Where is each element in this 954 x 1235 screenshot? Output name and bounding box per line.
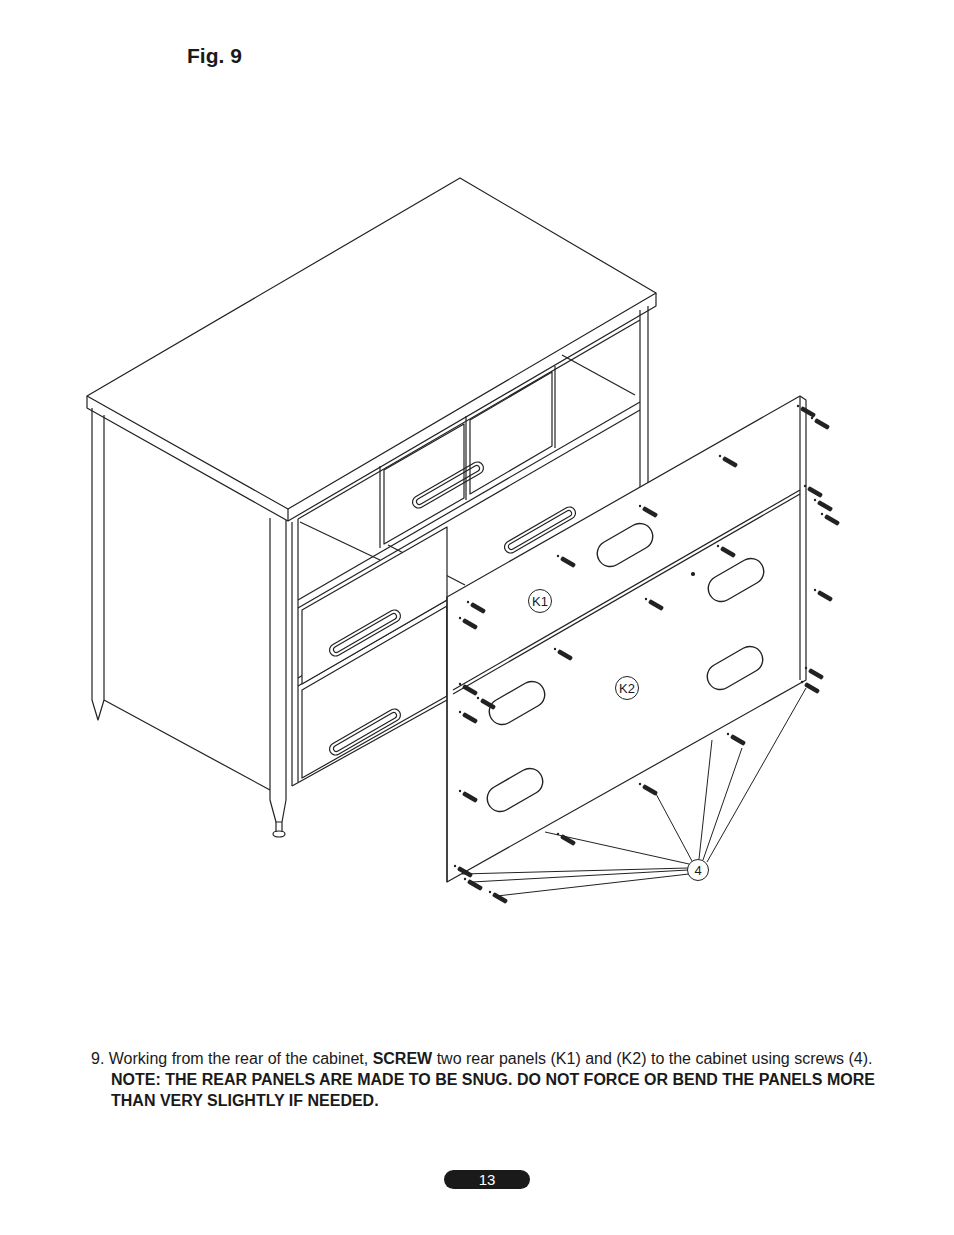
callout-circle: K2	[615, 676, 639, 700]
screw-hole	[557, 555, 559, 557]
screw-hole	[811, 417, 813, 419]
screw-hole	[801, 681, 803, 683]
screw	[462, 791, 478, 803]
screw-hole	[717, 545, 719, 547]
screw-hole	[727, 733, 729, 735]
screw	[817, 500, 833, 512]
callout-circle: 4	[687, 859, 709, 881]
screw	[807, 486, 823, 498]
screw-hole	[464, 878, 466, 880]
screw	[804, 682, 820, 694]
screw-hole	[459, 617, 461, 619]
screw	[462, 684, 478, 696]
screw-hole	[805, 667, 807, 669]
screw	[800, 406, 816, 418]
screw-hole	[719, 455, 721, 457]
screw-hole	[477, 697, 479, 699]
screw	[814, 418, 830, 430]
screw-hole	[467, 601, 469, 603]
callout-label: K2	[619, 682, 635, 695]
screw	[730, 734, 746, 746]
instruction-text: 9. Working from the rear of the cabinet,	[91, 1050, 368, 1067]
page-number: 13	[479, 1171, 496, 1188]
instruction-text: two rear panels (K1) and (K2) to the cab…	[437, 1050, 873, 1067]
screw-hole	[454, 865, 456, 867]
screw	[462, 618, 478, 630]
screw	[817, 590, 833, 602]
screw	[824, 514, 840, 526]
callout-circle: K1	[528, 589, 552, 613]
screw-hole	[554, 648, 556, 650]
screw-hole	[645, 598, 647, 600]
screw-hole	[639, 783, 641, 785]
screw	[720, 546, 736, 558]
screw-hole	[814, 499, 816, 501]
screw	[457, 866, 473, 878]
screw	[808, 668, 824, 680]
screw	[560, 556, 576, 568]
screw	[467, 879, 483, 891]
screw	[462, 712, 478, 724]
callout-label: 4	[694, 864, 701, 877]
screw	[470, 602, 486, 614]
screw-hole	[814, 589, 816, 591]
bold-instruction: SCREW	[373, 1050, 433, 1067]
screw	[492, 892, 508, 904]
instruction-text: 9. Working from the rear of the cabinet,…	[91, 1048, 881, 1111]
screw-hole	[459, 683, 461, 685]
screw-hole	[821, 513, 823, 515]
figure-title: Fig. 9	[187, 44, 242, 68]
screw	[648, 599, 664, 611]
callout-label: K1	[532, 595, 548, 608]
screw	[480, 698, 496, 710]
page-number-pill: 13	[444, 1170, 530, 1189]
screw	[557, 649, 573, 661]
screw-hole	[804, 485, 806, 487]
screw-hole	[459, 711, 461, 713]
screw	[722, 456, 738, 468]
screw-hole	[639, 505, 641, 507]
screw-hole	[459, 790, 461, 792]
screw-hole	[797, 405, 799, 407]
bold-instruction: NOTE: THE REAR PANELS ARE MADE TO BE SNU…	[111, 1071, 875, 1109]
screw-hole	[489, 891, 491, 893]
screw	[642, 506, 658, 518]
